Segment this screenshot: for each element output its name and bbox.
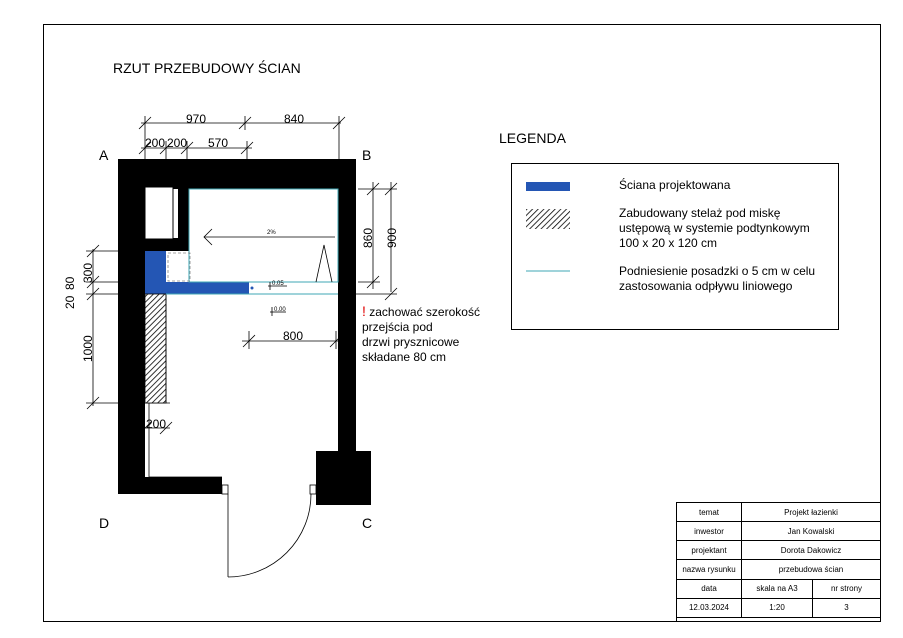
tb-temat-value: Projekt łazienki xyxy=(741,501,881,523)
door-clearance-note: ! zachować szerokość przejścia pod drzwi… xyxy=(362,304,480,365)
dim-left-20: 20 xyxy=(63,295,77,309)
note-line-1: zachować szerokość xyxy=(369,305,480,319)
corner-c: C xyxy=(362,515,373,531)
tb-projektant-label: projektant xyxy=(676,540,742,561)
dim-top-840: 840 xyxy=(284,112,304,126)
tb-inwestor-label: inwestor xyxy=(676,521,742,542)
legend-box xyxy=(511,163,839,330)
raised-floor-outline xyxy=(166,188,339,295)
note-line-2: przejścia pod xyxy=(362,320,433,334)
tb-data-label: data xyxy=(676,578,742,599)
inner-dimensions xyxy=(138,331,343,435)
warning-mark: ! xyxy=(362,303,366,319)
left-dimensions xyxy=(86,244,145,410)
level-markers xyxy=(268,282,287,316)
tb-data-value: 12.03.2024 xyxy=(676,597,742,619)
legend-item-raised-floor: Podniesienie posadzki o 5 cm w celu zast… xyxy=(619,264,816,293)
inner-outlines xyxy=(145,402,338,478)
dim-right-900: 900 xyxy=(385,228,399,248)
title-block: temat Projekt łazienki inwestor Jan Kowa… xyxy=(676,501,881,619)
corner-b: B xyxy=(362,147,372,163)
tb-strona-value: 3 xyxy=(812,597,881,619)
wall-inner-ledge xyxy=(145,238,189,251)
dim-left-80: 80 xyxy=(63,276,77,290)
projected-wall xyxy=(145,251,254,294)
corner-a: A xyxy=(99,147,109,163)
tb-skala-value: 1:20 xyxy=(741,597,813,619)
note-line-3: drzwi prysznicowe xyxy=(362,335,460,349)
dim-right-860: 860 xyxy=(361,228,375,248)
dim-top-970: 970 xyxy=(186,112,206,126)
slope-arrow xyxy=(203,228,335,283)
legend-swatch-blue xyxy=(526,182,570,191)
tb-temat-label: temat xyxy=(676,501,742,523)
dim-inner-200: 200 xyxy=(146,417,166,431)
dim-inner-800: 800 xyxy=(283,329,303,343)
level-000: 0.00 xyxy=(274,307,286,313)
dashed-fixture xyxy=(167,252,191,282)
slope-label: 2% xyxy=(267,230,276,236)
corner-d: D xyxy=(99,515,110,531)
walls xyxy=(118,159,371,505)
tb-projektant-value: Dorota Dakowicz xyxy=(741,540,881,561)
note-line-4: składane 80 cm xyxy=(362,350,447,364)
wall-right xyxy=(338,159,356,451)
wall-top xyxy=(118,159,356,189)
wall-bottom-left xyxy=(118,477,222,494)
niche xyxy=(144,186,174,240)
column-c xyxy=(316,451,371,505)
legend-title: LEGENDA xyxy=(499,130,566,146)
legend-item-frame: Zabudowany stelaż pod miskę ustępową w s… xyxy=(619,206,810,250)
tb-strona-label: nr strony xyxy=(812,578,881,599)
dim-top-200a: 200 xyxy=(145,136,165,150)
wall-inner-stub xyxy=(178,159,189,251)
dim-top-200b: 200 xyxy=(167,136,187,150)
toilet-frame-hatch xyxy=(144,293,167,404)
drawing-title: RZUT PRZEBUDOWY ŚCIAN xyxy=(113,60,301,76)
drawing-sheet-frame xyxy=(43,24,881,622)
legend-swatch-hatch xyxy=(526,209,570,229)
right-dimensions xyxy=(340,182,398,301)
dim-left-1000: 1000 xyxy=(81,335,95,362)
tb-nazwa-label: nazwa rysunku xyxy=(676,559,742,580)
door-swing xyxy=(221,484,317,578)
tb-inwestor-value: Jan Kowalski xyxy=(741,521,881,542)
dim-top-570: 570 xyxy=(208,136,228,150)
top-dimensions xyxy=(138,116,346,160)
dim-left-300: 300 xyxy=(81,263,95,283)
level-005: 0.05 xyxy=(272,281,284,287)
wall-left xyxy=(118,159,145,494)
tb-nazwa-value: przebudowa ścian xyxy=(741,559,881,580)
legend-item-projected-wall: Ściana projektowana xyxy=(619,178,731,192)
tb-skala-label: skala na A3 xyxy=(741,578,813,599)
